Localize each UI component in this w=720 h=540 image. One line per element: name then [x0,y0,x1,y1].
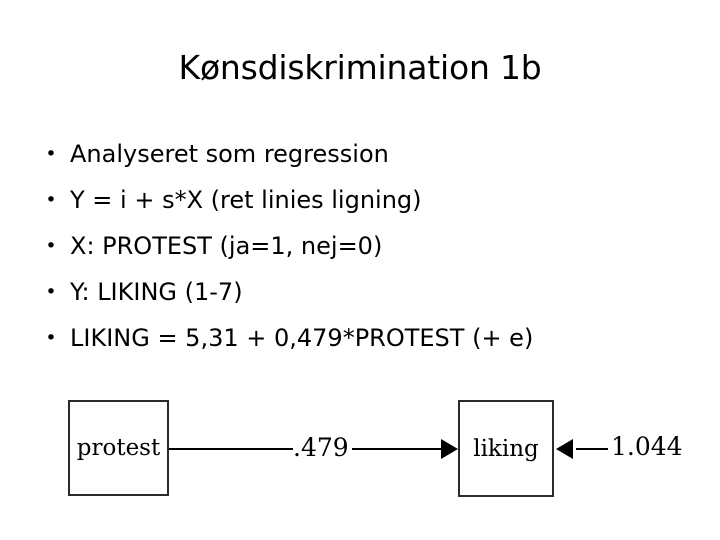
bullet-list: • Analyseret som regression • Y = i + s*… [38,131,678,361]
bullet-point-icon: • [45,327,57,349]
diagram-node-liking: liking [458,400,554,497]
list-item: • Y = i + s*X (ret linies ligning) [38,177,678,223]
edge-line-label-to-liking [352,448,444,450]
edge-line-residual-to-liking [576,448,608,450]
list-item-label: Y: LIKING (1-7) [70,278,243,306]
diagram-node-protest-label: protest [76,435,161,461]
bullet-point-icon: • [45,143,57,165]
arrow-left-icon [556,439,573,459]
list-item: • Y: LIKING (1-7) [38,269,678,315]
list-item-label: Y = i + s*X (ret linies ligning) [70,186,422,214]
list-item-label: LIKING = 5,31 + 0,479*PROTEST (+ e) [70,324,534,352]
list-item-label: X: PROTEST (ja=1, nej=0) [70,232,383,260]
bullet-point-icon: • [45,281,57,303]
edge-label-beta: .479 [293,433,349,462]
list-item: • Analyseret som regression [38,131,678,177]
path-diagram: protest .479 liking 1.044 [0,370,720,540]
bullet-point-icon: • [45,189,57,211]
list-item: • X: PROTEST (ja=1, nej=0) [38,223,678,269]
bullet-point-icon: • [45,235,57,257]
diagram-node-protest: protest [68,400,169,496]
arrow-right-icon [441,439,458,459]
diagram-node-liking-label: liking [473,435,539,462]
page-title: Kønsdiskrimination 1b [178,48,542,87]
list-item-label: Analyseret som regression [70,140,389,168]
list-item: • LIKING = 5,31 + 0,479*PROTEST (+ e) [38,315,678,361]
edge-label-residual: 1.044 [611,432,683,461]
edge-line-protest-to-label [169,448,293,450]
